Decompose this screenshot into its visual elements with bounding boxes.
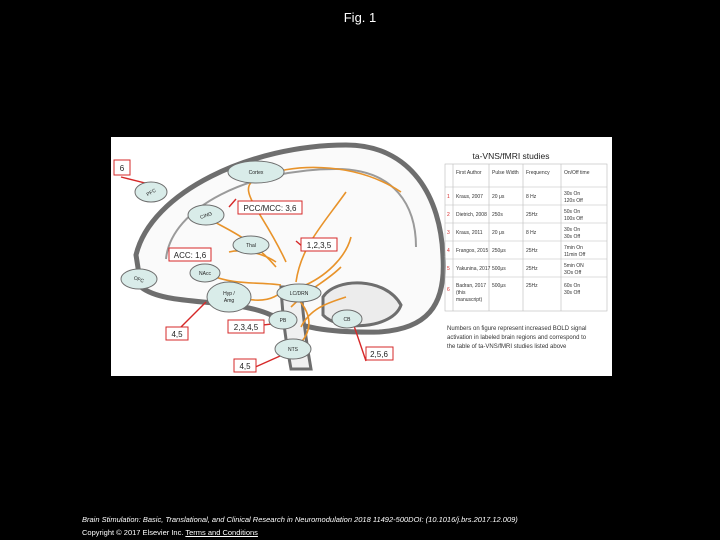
row-freq: 25Hz: [526, 212, 538, 218]
copyright-text: Copyright © 2017 Elsevier Inc.: [82, 528, 183, 537]
annotation-ofc-nums: 4,5: [171, 330, 183, 339]
row-num: 2: [447, 212, 450, 218]
row-onoff: 30s Off: [564, 234, 581, 240]
annotation-hyp-nums: 2,3,4,5: [234, 323, 259, 332]
row-onoff: 100s Off: [564, 216, 583, 222]
label-cortex: Cortex: [249, 170, 264, 176]
copyright-line: Copyright © 2017 Elsevier Inc. Terms and…: [82, 528, 258, 537]
row-pw: 250μs: [492, 248, 506, 254]
citation-text: Brain Stimulation: Basic, Translational,…: [82, 515, 518, 524]
header-author: First Author: [456, 170, 482, 176]
region-hyp-amg: [207, 282, 251, 312]
row-pw: 500μs: [492, 266, 506, 272]
annotation-nts-nums: 4,5: [239, 362, 251, 371]
brain-diagram: Cortex PFC CING Thal NAcc OFC Hyp / Amg …: [111, 137, 612, 376]
header-onoff: On/Off time: [564, 170, 590, 176]
label-thal: Thal: [246, 243, 256, 249]
row-freq: 8 Hz: [526, 230, 537, 236]
label-pb: PB: [280, 318, 287, 324]
row-onoff: 30s Off: [564, 290, 581, 296]
label-amg: Amg: [224, 298, 235, 304]
annotation-thal-nums: 1,2,3,5: [307, 241, 332, 250]
table-note-3: the table of ta-VNS/fMRI studies listed …: [447, 344, 567, 350]
row-freq: 25Hz: [526, 283, 538, 289]
row-onoff: 7min On: [564, 245, 583, 251]
row-num: 1: [447, 194, 450, 200]
annotation-acc: ACC: 1,6: [174, 251, 207, 260]
annotation-cb-nums: 2,5,6: [370, 350, 388, 359]
row-num: 3: [447, 230, 450, 236]
table-note-2: activation in labeled brain regions and …: [447, 335, 587, 341]
table-title: ta-VNS/fMRI studies: [473, 151, 550, 161]
row-author: manuscript): [456, 297, 482, 303]
row-pw: 250s: [492, 212, 503, 218]
row-author: Frangos, 2015: [456, 248, 488, 254]
row-author: Yakunina, 2017: [456, 266, 491, 272]
row-pw: 20 μs: [492, 194, 505, 200]
header-frequency: Frequency: [526, 170, 550, 176]
label-hyp: Hyp /: [223, 291, 235, 297]
row-author: Badran, 2017: [456, 283, 486, 289]
row-num: 5: [447, 266, 450, 272]
figure-title: Fig. 1: [0, 10, 720, 25]
row-num: 4: [447, 248, 450, 254]
row-freq: 25Hz: [526, 248, 538, 254]
label-lc-dr: LC/DRN: [290, 291, 309, 297]
row-author: Dietrich, 2008: [456, 212, 487, 218]
row-author: Kraus, 2011: [456, 230, 483, 236]
annotation-six: 6: [120, 164, 125, 173]
row-author: Kraus, 2007: [456, 194, 483, 200]
row-pw: 20 μs: [492, 230, 505, 236]
table-rows: 1 Kraus, 2007 20 μs 8 Hz 30s On 120s Off…: [447, 191, 586, 303]
row-onoff: 3Os Off: [564, 270, 582, 276]
row-freq: 25Hz: [526, 266, 538, 272]
annotation-pcc: PCC/MCC: 3,6: [244, 204, 297, 213]
row-onoff: 30s On: [564, 227, 580, 233]
label-nts: NTS: [288, 347, 299, 353]
row-freq: 8 Hz: [526, 194, 537, 200]
label-nacc: NAcc: [199, 271, 211, 277]
studies-table: ta-VNS/fMRI studies First Author Pulse W…: [445, 151, 607, 350]
row-onoff: 60s On: [564, 283, 580, 289]
row-author: (this: [456, 290, 466, 296]
terms-link[interactable]: Terms and Conditions: [185, 528, 258, 537]
row-onoff: 5min ON: [564, 263, 584, 269]
table-note-1: Numbers on figure represent increased BO…: [447, 326, 586, 332]
row-pw: 500μs: [492, 283, 506, 289]
figure-panel: Cortex PFC CING Thal NAcc OFC Hyp / Amg …: [111, 137, 612, 376]
row-onoff: 11min Off: [564, 252, 586, 258]
row-onoff: 120s Off: [564, 198, 583, 204]
label-cb: CB: [344, 317, 352, 323]
header-pulse: Pulse Width: [492, 170, 519, 176]
row-num: 6: [447, 287, 450, 293]
row-onoff: 50s On: [564, 209, 580, 215]
row-onoff: 30s On: [564, 191, 580, 197]
